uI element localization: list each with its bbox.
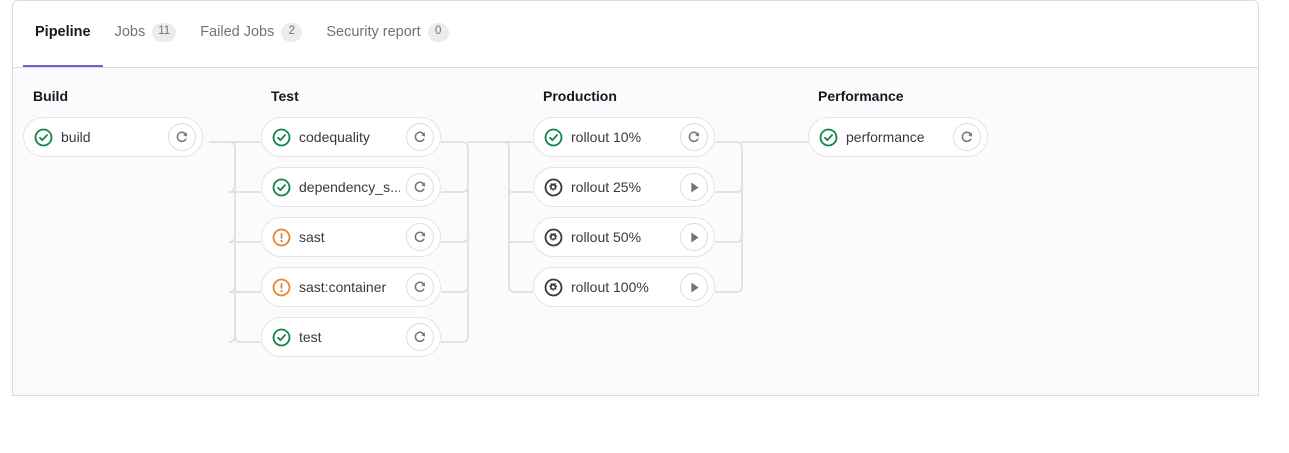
job-list: build — [23, 117, 203, 157]
pipeline-tabbar: Pipeline Jobs 11 Failed Jobs 2 Security repor… — [12, 10, 1259, 68]
play-icon — [690, 181, 699, 193]
retry-job-button[interactable] — [406, 323, 434, 351]
status-success-icon — [272, 328, 291, 346]
status-success-icon — [34, 128, 53, 146]
job-name: rollout 50% — [571, 229, 642, 245]
retry-icon — [414, 231, 426, 243]
job-card[interactable]: sast:container — [261, 267, 441, 307]
tab-label: Failed Jobs — [200, 23, 275, 40]
tab-jobs[interactable]: Jobs 11 — [103, 10, 189, 68]
job-list: codequality dependency_s...sast sast:conta… — [261, 117, 441, 357]
stage-performance: Performance performance — [808, 68, 988, 157]
retry-job-button[interactable] — [168, 123, 196, 151]
retry-icon — [176, 131, 188, 143]
stage-test: Test codequality dependency_s...sast sast:c… — [261, 68, 441, 357]
retry-job-button[interactable] — [406, 123, 434, 151]
job-name: rollout 100% — [571, 279, 649, 295]
retry-job-button[interactable] — [406, 173, 434, 201]
job-card[interactable]: rollout 25% — [533, 167, 715, 207]
tabbar-divider — [12, 67, 1259, 68]
job-card[interactable]: rollout 100% — [533, 267, 715, 307]
stage-build: Build build — [23, 68, 203, 157]
job-card[interactable]: build — [23, 117, 203, 157]
job-card[interactable]: performance — [808, 117, 988, 157]
job-card[interactable]: rollout 10% — [533, 117, 715, 157]
status-manual-icon — [544, 178, 563, 196]
retry-job-button[interactable] — [406, 273, 434, 301]
tab-badge: 0 — [427, 22, 449, 42]
status-success-icon — [272, 178, 291, 196]
stage-title: Build — [33, 88, 68, 104]
retry-icon — [414, 181, 426, 193]
job-list: rollout 10% rollout 25% rollout 50% rollout… — [533, 117, 715, 307]
tab-security-report[interactable]: Security report 0 — [314, 10, 460, 68]
retry-job-button[interactable] — [680, 123, 708, 151]
pipeline-graph: Build build Test codequality dependency_s...… — [12, 68, 1259, 396]
tab-failed-jobs[interactable]: Failed Jobs 2 — [188, 10, 314, 68]
retry-icon — [961, 131, 973, 143]
job-name: test — [299, 329, 322, 345]
card-top-edge — [12, 0, 1259, 10]
retry-icon — [688, 131, 700, 143]
run-job-button[interactable] — [680, 223, 708, 251]
job-card[interactable]: codequality — [261, 117, 441, 157]
status-warning-icon — [272, 278, 291, 296]
job-list: performance — [808, 117, 988, 157]
status-success-icon — [544, 128, 563, 146]
retry-job-button[interactable] — [406, 223, 434, 251]
job-name: dependency_s... — [299, 179, 400, 195]
job-card[interactable]: test — [261, 317, 441, 357]
job-name: build — [61, 129, 91, 145]
tab-label: Pipeline — [35, 23, 91, 40]
status-success-icon — [272, 128, 291, 146]
job-card[interactable]: rollout 50% — [533, 217, 715, 257]
tab-badge: 2 — [281, 22, 303, 42]
tab-list: Pipeline Jobs 11 Failed Jobs 2 Security repor… — [13, 10, 461, 68]
run-job-button[interactable] — [680, 273, 708, 301]
stage-title: Test — [271, 88, 299, 104]
status-success-icon — [819, 128, 838, 146]
stage-title: Performance — [818, 88, 904, 104]
stage-title: Production — [543, 88, 617, 104]
play-icon — [690, 231, 699, 243]
retry-icon — [414, 331, 426, 343]
job-card[interactable]: dependency_s... — [261, 167, 441, 207]
play-icon — [690, 281, 699, 293]
job-card[interactable]: sast — [261, 217, 441, 257]
retry-job-button[interactable] — [953, 123, 981, 151]
job-name: rollout 10% — [571, 129, 642, 145]
status-manual-icon — [544, 228, 563, 246]
tab-label: Jobs — [114, 23, 146, 40]
retry-icon — [414, 131, 426, 143]
status-manual-icon — [544, 278, 563, 296]
status-warning-icon — [272, 228, 291, 246]
tab-badge: 11 — [152, 22, 177, 42]
job-name: rollout 25% — [571, 179, 642, 195]
retry-icon — [414, 281, 426, 293]
job-name: sast:container — [299, 279, 387, 295]
page-background-bottom — [0, 397, 1289, 453]
run-job-button[interactable] — [680, 173, 708, 201]
tab-pipeline[interactable]: Pipeline — [23, 10, 103, 68]
tab-label: Security report — [326, 23, 421, 40]
job-name: performance — [846, 129, 925, 145]
job-name: codequality — [299, 129, 370, 145]
job-name: sast — [299, 229, 325, 245]
